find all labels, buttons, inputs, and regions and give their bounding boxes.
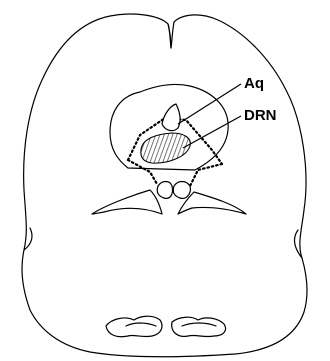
drn-label: DRN bbox=[244, 107, 277, 124]
aq-label: Aq bbox=[244, 75, 264, 92]
lower-right-lobe bbox=[173, 182, 190, 199]
lower-left-lobe bbox=[157, 182, 172, 199]
bottom-right-structure bbox=[172, 317, 226, 336]
